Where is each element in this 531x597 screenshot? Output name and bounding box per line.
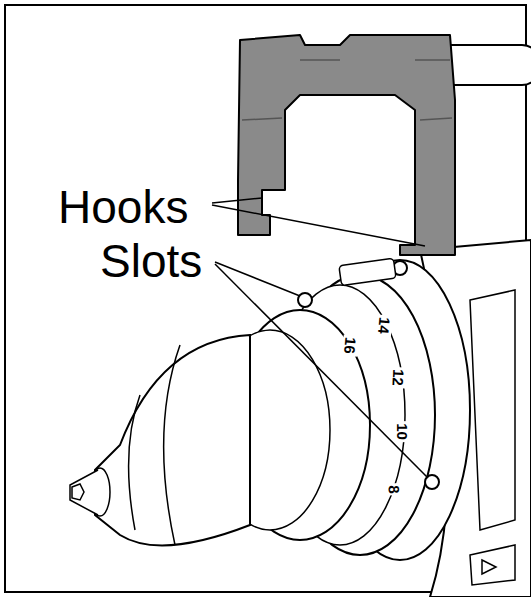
housing-button (470, 545, 515, 585)
chuck-sleeve-line (129, 395, 140, 530)
part-label: Slots (100, 238, 202, 284)
leader-line (212, 205, 425, 246)
chuck-sleeve-line (164, 345, 180, 545)
hook-clip (238, 35, 455, 255)
setting-number: 14 (376, 315, 393, 337)
screw (298, 293, 312, 307)
arrow-symbol (482, 560, 496, 574)
setting-number: 12 (390, 367, 406, 388)
leader-line (215, 264, 428, 478)
mode-selector (339, 258, 396, 285)
part-label: Hooks (58, 184, 188, 230)
frame (5, 5, 526, 592)
setting-number: 16 (342, 335, 359, 357)
leader-line (215, 262, 300, 296)
hex-bit (72, 484, 84, 500)
setting-number: 10 (395, 421, 410, 442)
setting-number: 8 (386, 483, 401, 496)
chuck-body (95, 335, 250, 545)
leader-line (212, 198, 262, 203)
clip-edge (300, 59, 450, 61)
chuck-tip (70, 470, 98, 515)
housing-panel (470, 290, 515, 530)
clip-edge (242, 118, 452, 120)
